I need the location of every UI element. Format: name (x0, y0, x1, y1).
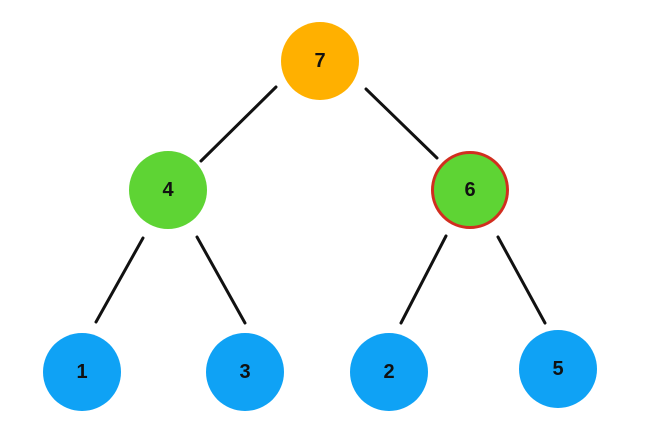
tree-node-4: 4 (129, 151, 207, 229)
nodes-layer: 7 4 6 1 3 2 5 (43, 22, 597, 411)
tree-node-4-circle (129, 151, 207, 229)
edge-n4-n1 (94, 236, 145, 324)
tree-node-1-circle (43, 333, 121, 411)
tree-node-1-label: 1 (76, 361, 87, 383)
tree-node-4-label: 4 (162, 179, 174, 201)
tree-node-2-label: 2 (383, 361, 394, 383)
tree-node-6-label: 6 (464, 179, 475, 201)
tree-node-2-circle (350, 333, 428, 411)
tree-node-2: 2 (350, 333, 428, 411)
tree-node-6-circle (431, 151, 509, 229)
tree-node-3-circle (206, 333, 284, 411)
tree-node-5-circle (519, 330, 597, 408)
tree-node-5: 5 (519, 330, 597, 408)
edge-n7-n4 (199, 85, 278, 163)
edge-n6-n5 (496, 235, 547, 325)
tree-node-3: 3 (206, 333, 284, 411)
tree-node-7: 7 (281, 22, 359, 100)
tree-node-7-label: 7 (314, 50, 325, 72)
edge-n6-n2 (399, 234, 448, 325)
tree-node-6: 6 (431, 151, 509, 229)
edge-n7-n6 (364, 87, 439, 160)
tree-node-3-label: 3 (239, 361, 250, 383)
tree-node-1: 1 (43, 333, 121, 411)
edge-n4-n3 (195, 235, 247, 325)
tree-node-5-label: 5 (552, 358, 563, 380)
edges-layer (94, 85, 547, 325)
tree-node-7-circle (281, 22, 359, 100)
